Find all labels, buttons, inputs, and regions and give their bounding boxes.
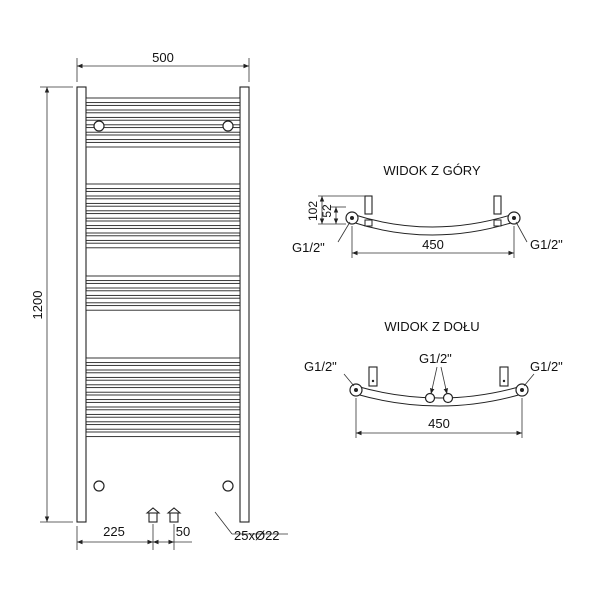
radiator-tube <box>85 387 241 393</box>
radiator-tube <box>85 220 241 227</box>
bottom-view-title: WIDOK Z DOŁU <box>384 319 479 334</box>
radiator-tube <box>85 409 241 415</box>
radiator-tube <box>85 305 241 311</box>
radiator-tube <box>85 242 241 249</box>
valve-spacing-dimension: 50 <box>176 524 190 539</box>
radiator-tube <box>85 372 241 378</box>
radiator-tube <box>85 275 241 282</box>
width-dimension: 500 <box>152 50 174 65</box>
radiator-tube <box>85 424 241 430</box>
radiator-tubes <box>85 97 241 438</box>
left-rail <box>76 86 87 523</box>
radiator-tube <box>85 379 241 386</box>
radiator-tube <box>85 297 241 304</box>
radiator-tube <box>85 235 241 241</box>
bottom-left-thread-label: G1/2" <box>304 359 337 374</box>
mounting-bracket-bottom-left <box>93 480 105 492</box>
top-view: WIDOK Z GÓRY 102 52 450 G1/2" G1/2" <box>292 163 563 258</box>
top-span-dimension: 450 <box>422 237 444 252</box>
radiator-tube <box>85 282 241 289</box>
radiator-tube <box>85 141 241 148</box>
radiator-tube <box>85 112 241 118</box>
top-left-thread-label: G1/2" <box>292 240 325 255</box>
radiator-tube <box>85 97 241 104</box>
radiator-tube <box>85 290 241 296</box>
bottom-view: WIDOK Z DOŁU 450 G1/2" G1/2" G1/2" <box>304 319 563 438</box>
radiator-tube <box>85 357 241 364</box>
front-view: 500 1200 225 50 25xØ22 <box>30 50 288 550</box>
right-rail <box>239 86 250 523</box>
bottom-center-connector-left <box>424 392 436 404</box>
top-depth-dimension: 102 <box>306 201 320 221</box>
radiator-tube <box>85 198 241 204</box>
top-view-title: WIDOK Z GÓRY <box>383 163 481 178</box>
mounting-bracket-bottom-right <box>222 480 234 492</box>
radiator-tube <box>85 190 241 197</box>
bottom-span-dimension: 450 <box>428 416 450 431</box>
radiator-tube <box>85 134 241 141</box>
left-offset-dimension: 225 <box>103 524 125 539</box>
radiator-tube <box>85 104 241 111</box>
height-dimension: 1200 <box>30 291 45 320</box>
radiator-tube <box>85 364 241 371</box>
mounting-bracket-top-left <box>93 120 105 132</box>
mounting-bracket-top-right <box>222 120 234 132</box>
radiator-tube <box>85 416 241 423</box>
radiator-tube <box>85 227 241 234</box>
top-inner-depth-dimension: 52 <box>320 204 334 218</box>
valve-right <box>166 507 182 523</box>
bottom-center-connector-right <box>442 392 454 404</box>
radiator-tube <box>85 213 241 219</box>
radiator-tube <box>85 119 241 126</box>
bottom-center-thread-label: G1/2" <box>419 351 452 366</box>
radiator-tube <box>85 183 241 190</box>
radiator-tube <box>85 127 241 133</box>
top-right-thread-label: G1/2" <box>530 237 563 252</box>
radiator-tube <box>85 394 241 401</box>
radiator-tube <box>85 431 241 438</box>
radiator-tube <box>85 401 241 408</box>
valve-left <box>145 507 161 523</box>
radiator-tube <box>85 205 241 212</box>
tube-spec-label: 25xØ22 <box>234 528 280 543</box>
bottom-right-thread-label: G1/2" <box>530 359 563 374</box>
